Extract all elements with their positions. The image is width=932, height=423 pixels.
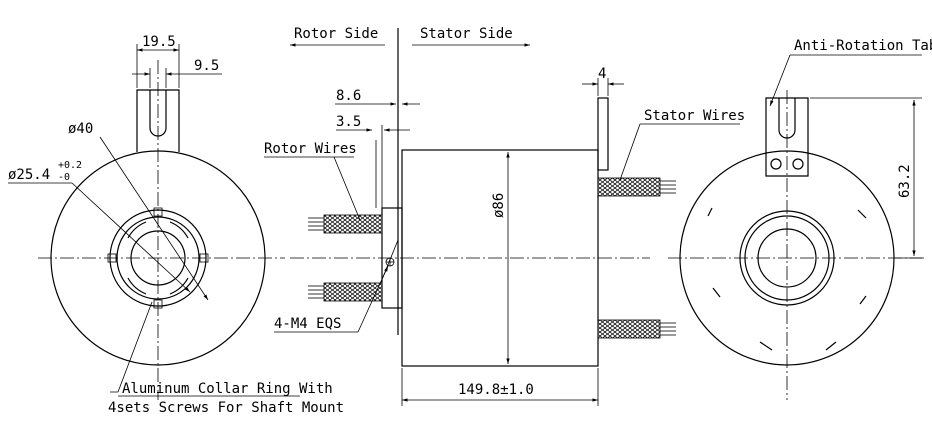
rotor-wires-leader [333, 156, 361, 221]
dim-40-leader [99, 136, 209, 301]
right-end-view: Anti-Rotation Tab 63.2 [668, 38, 932, 400]
tab-bolt [770, 158, 782, 170]
anti-rotation-leader [769, 54, 791, 107]
arc-slot [859, 295, 867, 305]
right-bore-mid [744, 215, 830, 301]
collar-outer-circle [109, 209, 207, 307]
dim-4-text: 4 [598, 66, 606, 82]
dim-63-2-text: 63.2 [897, 164, 913, 198]
collar-note-line1: Aluminum Collar Ring With [122, 381, 333, 397]
stator-wires-label: Stator Wires [644, 108, 745, 124]
stator-wire-bundle-top [597, 177, 661, 197]
stator-wire-bundle-bottom [597, 319, 661, 339]
rotor-wire-bundle-top [323, 214, 383, 234]
dim-8-6-text: 8.6 [336, 88, 361, 104]
dim-40-text: ø40 [68, 121, 93, 137]
dim-19-5-text: 19.5 [142, 34, 176, 50]
side-view: Rotor Side Stator Side Rotor Wires 8.6 [264, 26, 745, 406]
anti-rotation-label: Anti-Rotation Tab [794, 38, 932, 54]
right-tab [765, 97, 809, 177]
collar-screw [199, 253, 209, 263]
left-tab-slot [149, 90, 167, 137]
arc-slot [825, 341, 837, 351]
m4-leader [357, 265, 389, 333]
collar-note-leader [110, 301, 153, 393]
left-outer-circle [50, 150, 266, 366]
left-end-view: 19.5 9.5 ø40 ø25.4 +0.2 -0 Aluminum Coll… [8, 34, 344, 416]
arc-slot [712, 287, 721, 298]
rotor-wires-label: Rotor Wires [264, 141, 357, 157]
dim-length-text: 149.8±1.0 [458, 382, 534, 398]
m4-eqs-label: 4-M4 EQS [274, 316, 341, 332]
right-bore-inner [757, 228, 817, 288]
arc-slot [759, 341, 773, 351]
collar-slot [127, 221, 147, 239]
collar-slot [169, 277, 189, 295]
collar-inner-circle [116, 216, 200, 300]
rotor-side-label: Rotor Side [294, 26, 378, 42]
rotor-flange [381, 207, 403, 309]
collar-screw [107, 253, 117, 263]
arc-slot [707, 207, 713, 217]
right-bore-outer [739, 210, 835, 306]
collar-slot [169, 221, 189, 239]
right-tab-slot [778, 98, 796, 139]
bore-circle [130, 230, 186, 286]
rotor-wire-bundle-bottom [323, 282, 383, 302]
tab-bolt [792, 158, 804, 170]
left-tab [136, 89, 180, 152]
dim-3-5-text: 3.5 [336, 114, 361, 130]
dim-25-4-text: ø25.4 [8, 167, 50, 183]
stator-side-label: Stator Side [420, 26, 513, 42]
dim-25-4-tol-up: +0.2 [58, 160, 82, 171]
dim-25-4-leader [71, 182, 191, 293]
dim-9-5-text: 9.5 [194, 58, 219, 74]
dim-86-text: ø86 [491, 193, 507, 218]
stator-tab [597, 97, 609, 171]
right-outer-circle [679, 150, 895, 366]
dim-25-4-tol-low: -0 [58, 172, 70, 183]
collar-screw [153, 207, 163, 217]
collar-note-line2: 4sets Screws For Shaft Mount [108, 400, 344, 416]
collar-screw [153, 299, 163, 309]
collar-slot [127, 277, 147, 295]
stator-wires-leader [619, 123, 641, 181]
arc-slot [857, 209, 867, 219]
